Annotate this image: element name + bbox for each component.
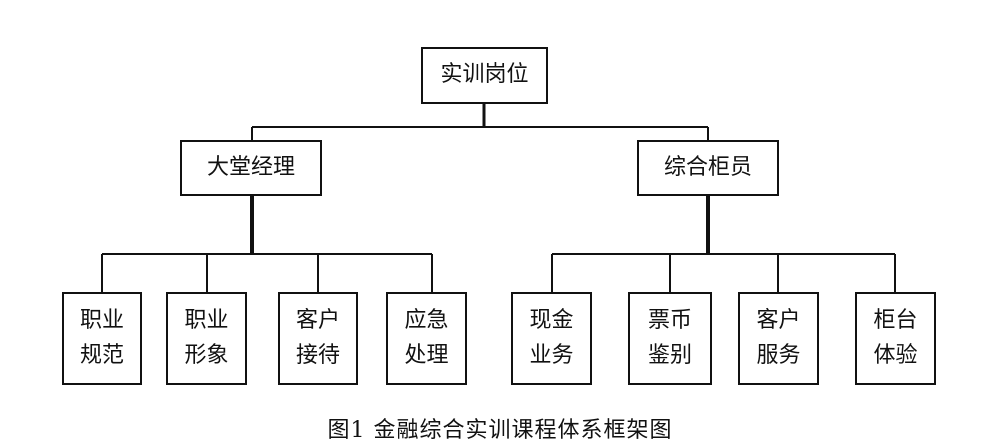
node-comprehensive-teller: 综合柜员 bbox=[637, 140, 779, 196]
leaf-line-1: 职业 bbox=[79, 308, 124, 334]
leaf-line-1: 客户 bbox=[295, 308, 340, 334]
leaf-cash-business: 现金 业务 bbox=[511, 292, 592, 385]
root-node: 实训岗位 bbox=[421, 47, 548, 104]
leaf-customer-reception: 客户 接待 bbox=[278, 292, 358, 385]
leaf-line-2: 业务 bbox=[529, 342, 574, 368]
leaf-line-2: 形象 bbox=[184, 342, 229, 368]
leaf-line-2: 体验 bbox=[873, 342, 918, 368]
leaf-customer-service: 客户 服务 bbox=[738, 292, 819, 385]
node-comprehensive-teller-label: 综合柜员 bbox=[663, 154, 752, 180]
leaf-line-1: 客户 bbox=[756, 308, 801, 334]
leaf-emergency-handling: 应急 处理 bbox=[386, 292, 467, 385]
root-node-label: 实训岗位 bbox=[440, 62, 529, 88]
leaf-line-1: 票币 bbox=[647, 308, 692, 334]
figure-caption: 图1 金融综合实训课程体系框架图 bbox=[327, 418, 673, 443]
leaf-line-1: 应急 bbox=[404, 308, 449, 334]
leaf-line-1: 现金 bbox=[529, 308, 574, 334]
leaf-line-2: 规范 bbox=[79, 342, 124, 368]
leaf-line-2: 服务 bbox=[756, 342, 801, 368]
leaf-currency-identification: 票币 鉴别 bbox=[628, 292, 712, 385]
leaf-counter-experience: 柜台 体验 bbox=[855, 292, 936, 385]
leaf-line-2: 处理 bbox=[404, 342, 449, 368]
leaf-line-1: 职业 bbox=[184, 308, 229, 334]
leaf-professional-image: 职业 形象 bbox=[166, 292, 247, 385]
leaf-line-2: 鉴别 bbox=[647, 342, 692, 368]
leaf-line-1: 柜台 bbox=[873, 308, 918, 334]
node-lobby-manager: 大堂经理 bbox=[180, 140, 322, 196]
node-lobby-manager-label: 大堂经理 bbox=[206, 154, 295, 180]
leaf-line-2: 接待 bbox=[295, 342, 340, 368]
leaf-professional-standards: 职业 规范 bbox=[62, 292, 142, 385]
